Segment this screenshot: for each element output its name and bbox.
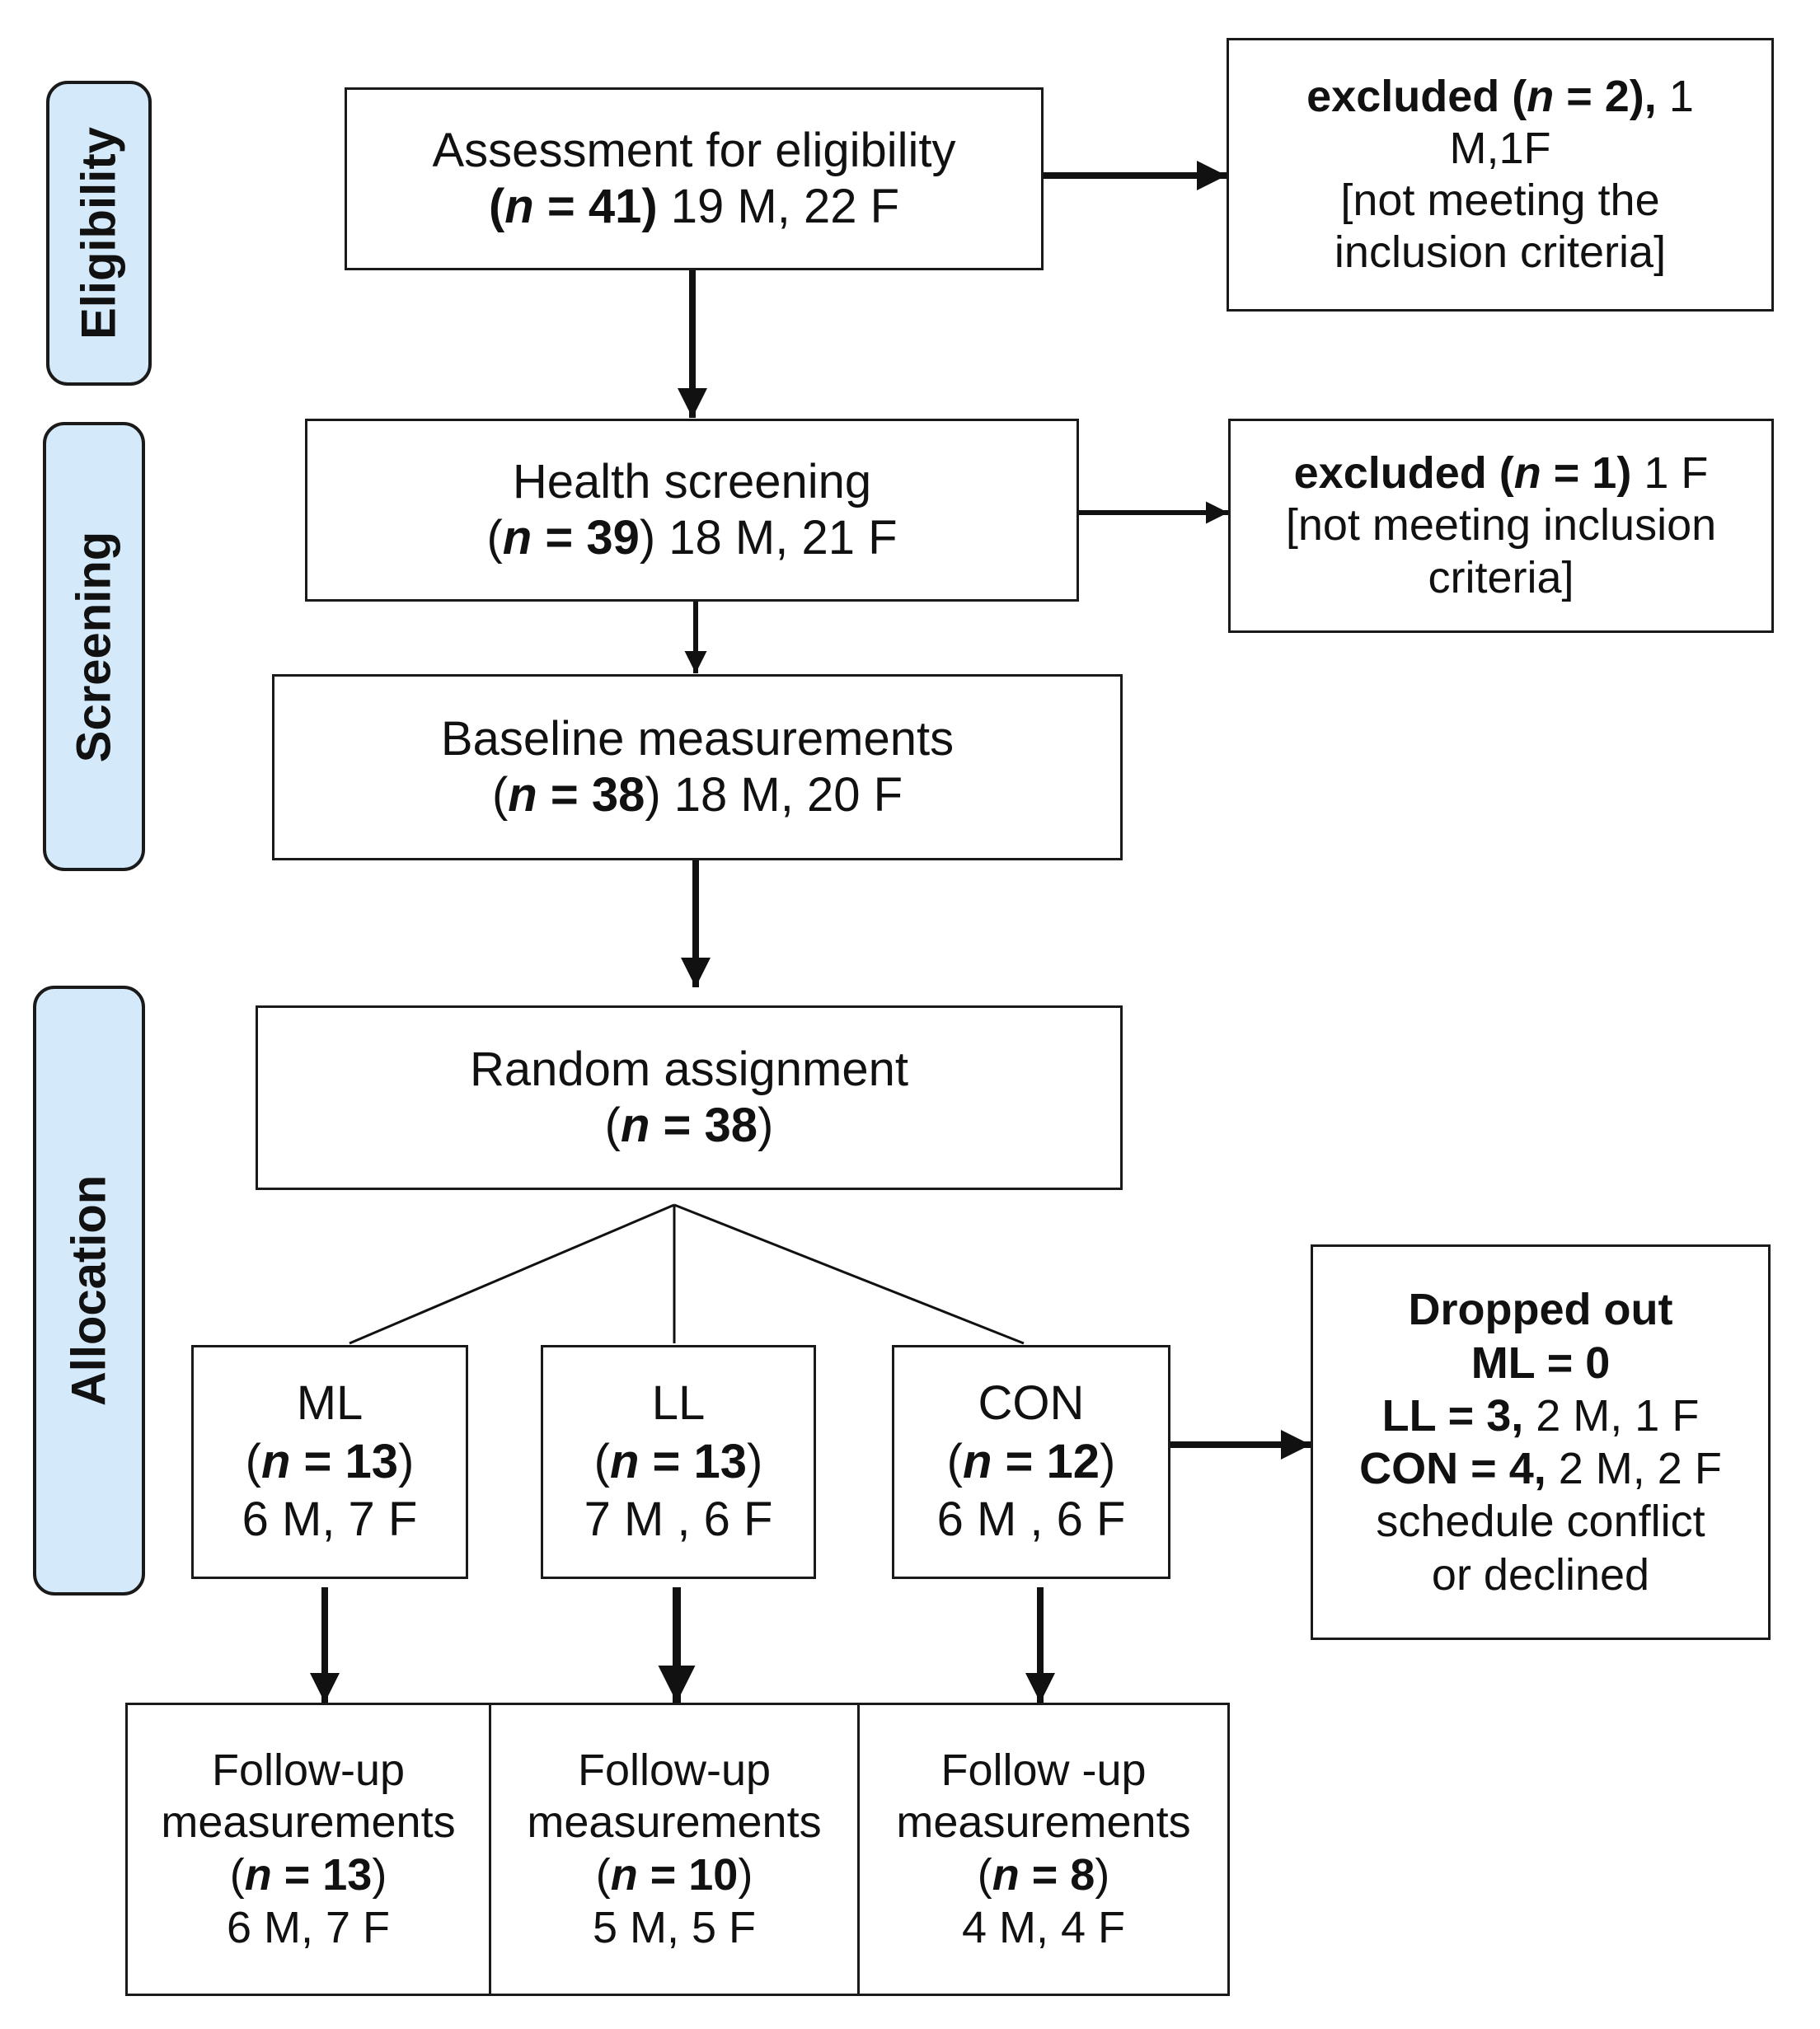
random-assignment-count: (n = 38) <box>604 1099 774 1152</box>
group-con-name: CON <box>978 1375 1085 1430</box>
baseline-box: Baseline measurements (n = 38) 18 M, 20 … <box>272 674 1123 860</box>
branch-line-ml <box>349 1203 675 1345</box>
excluded-eligibility-reason-b: inclusion criteria] <box>1334 227 1667 278</box>
phase-eligibility: Eligibility <box>46 81 152 386</box>
dropped-out-box: Dropped out ML = 0 LL = 3, 2 M, 1 F CON … <box>1311 1244 1771 1640</box>
excluded-screening-count: excluded (n = 1) 1 F <box>1293 448 1709 499</box>
health-screening-box: Health screening (n = 39) 18 M, 21 F <box>305 419 1079 602</box>
assessment-box: Assessment for eligibility (n = 41) 19 M… <box>345 87 1044 270</box>
dropped-out-title: Dropped out <box>1408 1285 1673 1335</box>
group-ml-name: ML <box>296 1375 364 1430</box>
random-assignment-box: Random assignment (n = 38) <box>256 1005 1123 1190</box>
group-ml-count: (n = 13) <box>245 1434 415 1488</box>
phase-screening: Screening <box>43 422 145 871</box>
followup-ml-title-b: measurements <box>161 1797 456 1848</box>
followup-con-detail: 4 M, 4 F <box>961 1902 1126 1952</box>
random-assignment-title: Random assignment <box>470 1042 908 1096</box>
excluded-screening-reason-b: criteria] <box>1428 552 1574 602</box>
excluded-eligibility-detail: M,1F <box>1449 123 1551 173</box>
baseline-count: (n = 38) 18 M, 20 F <box>491 768 903 822</box>
followup-ll-title-b: measurements <box>527 1797 822 1848</box>
group-con-count: (n = 12) <box>946 1434 1116 1488</box>
excluded-eligibility-box: excluded (n = 2), 1 M,1F [not meeting th… <box>1227 38 1774 312</box>
followup-ml-box: Follow-up measurements (n = 13) 6 M, 7 F <box>125 1703 491 1996</box>
group-ll-detail: 7 M , 6 F <box>584 1492 773 1547</box>
group-ml-box: ML (n = 13) 6 M, 7 F <box>191 1345 468 1579</box>
dropped-out-ll: LL = 3, 2 M, 1 F <box>1381 1390 1700 1441</box>
phase-allocation: Allocation <box>33 986 145 1596</box>
followup-ll-count: (n = 10) <box>595 1850 753 1900</box>
baseline-title: Baseline measurements <box>440 711 955 766</box>
group-con-detail: 6 M , 6 F <box>936 1492 1126 1547</box>
followup-con-title-b: measurements <box>896 1797 1191 1848</box>
assessment-title: Assessment for eligibility <box>432 123 956 177</box>
dropped-out-con: CON = 4, 2 M, 2 F <box>1359 1444 1722 1493</box>
group-ll-box: LL (n = 13) 7 M , 6 F <box>541 1345 816 1579</box>
followup-con-title-a: Follow -up <box>940 1745 1147 1795</box>
followup-ml-count: (n = 13) <box>229 1850 387 1900</box>
dropped-out-ml: ML = 0 <box>1471 1338 1611 1388</box>
followup-ml-title-a: Follow-up <box>211 1745 406 1795</box>
excluded-screening-box: excluded (n = 1) 1 F [not meeting inclus… <box>1228 419 1774 633</box>
group-ll-count: (n = 13) <box>593 1434 763 1488</box>
followup-ll-box: Follow-up measurements (n = 10) 5 M, 5 F <box>489 1703 860 1996</box>
dropped-out-reason-b: or declined <box>1431 1549 1650 1600</box>
dropped-out-reason-a: schedule conflict <box>1376 1497 1705 1547</box>
group-con-box: CON (n = 12) 6 M , 6 F <box>892 1345 1170 1579</box>
followup-con-box: Follow -up measurements (n = 8) 4 M, 4 F <box>857 1703 1230 1996</box>
group-ml-detail: 6 M, 7 F <box>242 1492 418 1547</box>
assessment-count: (n = 41) 19 M, 22 F <box>488 180 900 233</box>
followup-ll-title-a: Follow-up <box>577 1745 772 1795</box>
followup-ll-detail: 5 M, 5 F <box>592 1902 757 1952</box>
followup-ml-detail: 6 M, 7 F <box>226 1902 391 1952</box>
excluded-eligibility-count: excluded (n = 2), 1 <box>1306 71 1694 121</box>
branch-line-con <box>673 1203 1025 1345</box>
excluded-eligibility-reason-a: [not meeting the <box>1340 176 1660 225</box>
health-screening-title: Health screening <box>512 454 872 508</box>
followup-con-count: (n = 8) <box>977 1850 1110 1900</box>
excluded-screening-reason-a: [not meeting inclusion <box>1285 500 1717 551</box>
group-ll-name: LL <box>651 1375 706 1430</box>
health-screening-count: (n = 39) 18 M, 21 F <box>486 511 898 565</box>
